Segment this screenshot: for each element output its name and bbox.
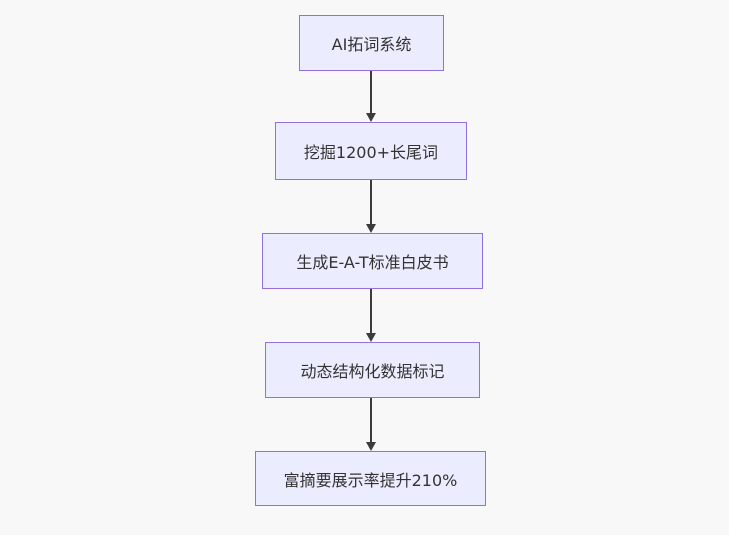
edge-connector-4: [366, 398, 376, 451]
arrow-line: [370, 71, 372, 116]
flow-node-rich-snippet-result: 富摘要展示率提升210%: [255, 451, 486, 506]
arrowhead-icon: [366, 113, 376, 122]
arrowhead-icon: [366, 333, 376, 342]
flow-node-ai-keyword-system: AI拓词系统: [299, 15, 444, 71]
node-label: 富摘要展示率提升210%: [283, 470, 458, 490]
arrow-line: [370, 289, 372, 336]
flow-node-longtail-mining: 挖掘1200+长尾词: [275, 122, 467, 180]
arrowhead-icon: [366, 224, 376, 233]
flow-node-eat-whitepaper: 生成E-A-T标准白皮书: [262, 233, 483, 289]
flow-node-structured-data-markup: 动态结构化数据标记: [265, 342, 480, 398]
arrow-line: [370, 180, 372, 227]
node-label: AI拓词系统: [331, 35, 412, 54]
arrow-line: [370, 398, 372, 445]
edge-connector-3: [366, 289, 376, 342]
node-label: 动态结构化数据标记: [300, 362, 445, 381]
arrowhead-icon: [366, 442, 376, 451]
edge-connector-2: [366, 180, 376, 233]
edge-connector-1: [366, 71, 376, 122]
node-label: 生成E-A-T标准白皮书: [296, 253, 449, 272]
node-label: 挖掘1200+长尾词: [303, 143, 439, 162]
